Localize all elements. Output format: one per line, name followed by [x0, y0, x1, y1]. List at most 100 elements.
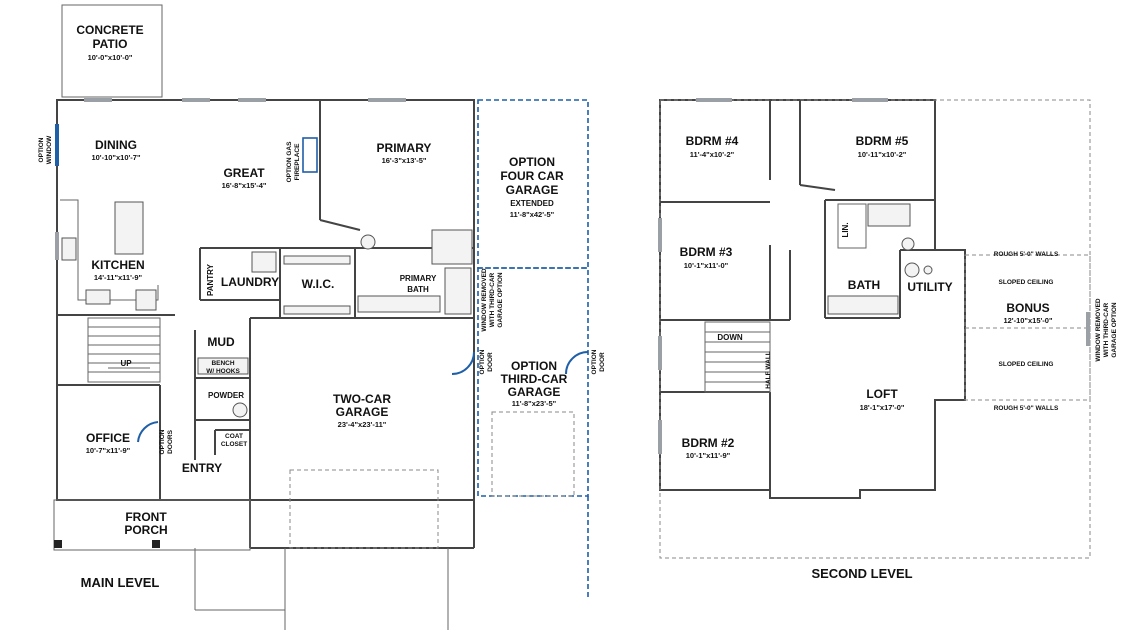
- shower-icon: [431, 229, 473, 265]
- window-removed-note: WINDOW REMOVED: [1095, 298, 1102, 361]
- primary-bath-label: BATH: [407, 285, 429, 294]
- powder-label: POWDER: [208, 391, 244, 400]
- window-removed-note: WITH THIRD-CAR: [489, 272, 496, 327]
- garage-door-outline: [289, 469, 439, 549]
- option-door-note: OPTION: [479, 349, 486, 374]
- four-car-label: FOUR CAR: [500, 169, 564, 183]
- bdrm5-dims: 10'-11"x10'-2": [858, 150, 907, 159]
- fireplace-option: [302, 137, 318, 173]
- toilet-icon: [360, 234, 376, 250]
- two-car-dims: 23'-4"x23'-11": [338, 420, 387, 429]
- laundry-label: LAUNDRY: [221, 275, 279, 289]
- option-doors-note: DOORS: [167, 429, 174, 454]
- loft-dims: 18'-1"x17'-0": [860, 403, 905, 412]
- option-window-note: OPTION: [38, 137, 45, 162]
- great-label: GREAT: [223, 166, 265, 180]
- patio-dims: 10'-0"x10'-0": [88, 53, 133, 62]
- second-level-title: SECOND LEVEL: [811, 566, 912, 581]
- option-window: [55, 124, 59, 166]
- range-icon: [85, 289, 111, 305]
- washer-icon: [251, 251, 277, 273]
- tub-icon: [867, 203, 911, 227]
- option-door-note: DOOR: [599, 352, 606, 372]
- dining-dims: 10'-10"x10'-7": [91, 153, 140, 162]
- office-dims: 10'-7"x11'-9": [86, 446, 131, 455]
- main-level-title: MAIN LEVEL: [81, 575, 160, 590]
- third-car-label: THIRD-CAR: [501, 372, 568, 386]
- primary-label: PRIMARY: [377, 141, 432, 155]
- two-car-label: GARAGE: [336, 405, 389, 419]
- loft-label: LOFT: [866, 387, 898, 401]
- third-car-door: [491, 411, 575, 497]
- coat-closet-label: COAT: [225, 433, 243, 440]
- bench-fixture: [197, 357, 249, 375]
- closet-shelf: [283, 255, 351, 265]
- main-level: CONCRETE PATIO 10'-0"x10'-0" DINING 10'-…: [38, 4, 606, 630]
- fridge-icon: [135, 289, 157, 311]
- entry-label: ENTRY: [182, 461, 222, 475]
- second-stairs: [704, 321, 771, 393]
- toilet-icon: [232, 402, 248, 418]
- utility-label: UTILITY: [907, 280, 952, 294]
- rough-walls-note: ROUGH 5'-0" WALLS: [994, 251, 1059, 258]
- bdrm4-dims: 11'-4"x10'-2": [690, 150, 735, 159]
- bdrm3-label: BDRM #3: [680, 245, 733, 259]
- coat-closet-label: CLOSET: [221, 441, 247, 448]
- window: [658, 420, 662, 454]
- window: [55, 232, 59, 260]
- option-four-car-garage: [477, 99, 589, 269]
- second-level: BDRM #4 11'-4"x10'-2" BDRM #5 10'-11"x10…: [658, 98, 1118, 581]
- toilet-icon: [901, 237, 915, 251]
- water-heater-icon: [923, 265, 933, 275]
- window: [852, 98, 888, 102]
- column: [54, 540, 62, 548]
- third-car-dims: 11'-8"x23'-5": [512, 399, 557, 408]
- primary-dims: 16'-3"x13'-5": [382, 156, 427, 165]
- kitchen-counter: [60, 199, 159, 301]
- sink-icon: [61, 237, 77, 261]
- option-doors-swing: [137, 421, 159, 443]
- window: [368, 98, 406, 102]
- washer-icon: [904, 262, 920, 278]
- window: [1086, 312, 1090, 346]
- tub-icon: [444, 267, 472, 315]
- bath-label: BATH: [848, 278, 880, 292]
- kitchen-island: [114, 201, 144, 255]
- four-car-dims: 11'-8"x42'-5": [510, 210, 555, 219]
- bdrm2-label: BDRM #2: [682, 436, 735, 450]
- office-label: OFFICE: [86, 431, 130, 445]
- stairs-up-label: UP: [120, 359, 132, 368]
- window-removed-note: WITH THIRD-CAR: [1103, 302, 1110, 357]
- four-car-sub: EXTENDED: [510, 199, 554, 208]
- window-removed-note: GARAGE OPTION: [1111, 302, 1118, 358]
- patio-outline: [61, 4, 163, 98]
- window: [84, 98, 112, 102]
- fireplace-note: OPTION GAS: [286, 141, 293, 182]
- kitchen-dims: 14'-11"x11'-9": [94, 273, 143, 282]
- window: [238, 98, 266, 102]
- bonus-dims: 12'-10"x15'-0": [1003, 316, 1052, 325]
- two-car-label: TWO-CAR: [333, 392, 391, 406]
- primary-bath-label: PRIMARY: [400, 274, 437, 283]
- patio-label: PATIO: [93, 37, 128, 51]
- bdrm4-label: BDRM #4: [686, 134, 739, 148]
- front-porch-outline: [53, 499, 251, 551]
- column: [152, 540, 160, 548]
- bdrm3-dims: 10'-1"x11'-0": [684, 261, 729, 270]
- rough-walls-note: ROUGH 5'-0" WALLS: [994, 405, 1059, 412]
- window: [658, 218, 662, 252]
- four-car-label: OPTION: [509, 155, 555, 169]
- bdrm2-dims: 10'-1"x11'-9": [686, 451, 731, 460]
- option-door-swing: [565, 351, 589, 375]
- bdrm5-label: BDRM #5: [856, 134, 909, 148]
- bench-label: W/ HOOKS: [206, 368, 240, 375]
- wic-label: W.I.C.: [302, 277, 335, 291]
- main-stairs: [87, 317, 161, 383]
- kitchen-label: KITCHEN: [91, 258, 144, 272]
- linen-closet: [837, 203, 867, 249]
- option-doors-note: OPTION: [159, 429, 166, 454]
- window: [182, 98, 210, 102]
- third-car-label: OPTION: [511, 359, 557, 373]
- vanity-icon: [827, 295, 899, 315]
